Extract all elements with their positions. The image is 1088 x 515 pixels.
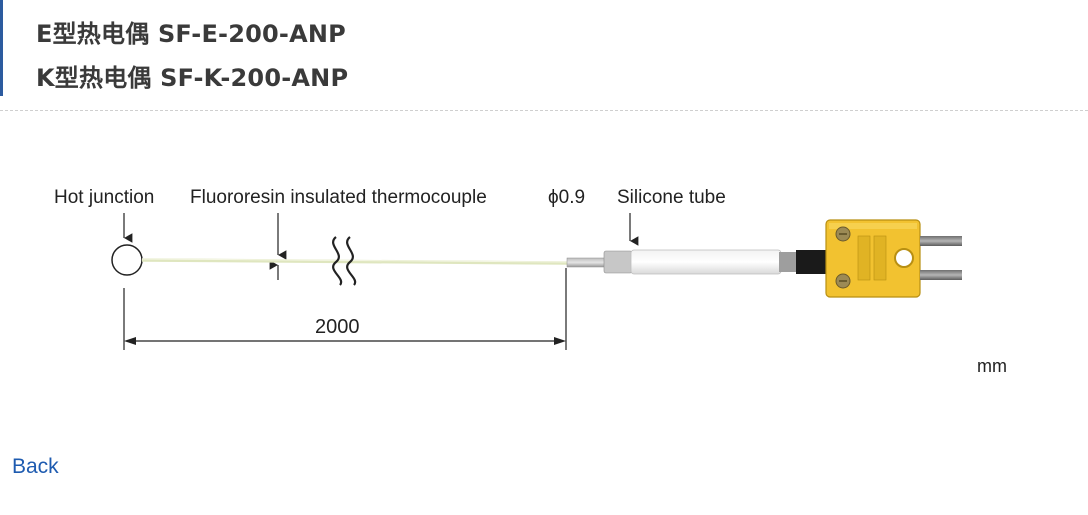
dimension-length-label: 2000: [315, 316, 360, 338]
connector-mount-hole: [894, 248, 914, 268]
label-diameter: ϕ0.9: [548, 187, 585, 208]
unit-label: mm: [977, 356, 1007, 376]
connector-pin-top: [920, 236, 962, 246]
hot-junction-circle: [111, 244, 143, 276]
break-symbol: [332, 236, 357, 286]
page-title-e-type: E型热电偶 SF-E-200-ANP: [36, 20, 346, 48]
black-cable: [796, 250, 828, 274]
silicone-tube: [630, 249, 782, 275]
section-divider: [0, 110, 1088, 111]
label-fluororesin-insulated: Fluororesin insulated thermocouple: [190, 187, 487, 208]
metal-ferrule: [566, 257, 606, 268]
label-silicone-tube: Silicone tube: [617, 187, 726, 208]
label-hot-junction: Hot junction: [54, 187, 154, 208]
insulated-wire: [141, 258, 569, 265]
page-title-k-type: K型热电偶 SF-K-200-ANP: [36, 64, 349, 92]
connector-pin-bottom: [920, 270, 962, 280]
title-block: E型热电偶 SF-E-200-ANP K型热电偶 SF-K-200-ANP: [0, 0, 423, 96]
back-link[interactable]: Back: [12, 455, 59, 478]
